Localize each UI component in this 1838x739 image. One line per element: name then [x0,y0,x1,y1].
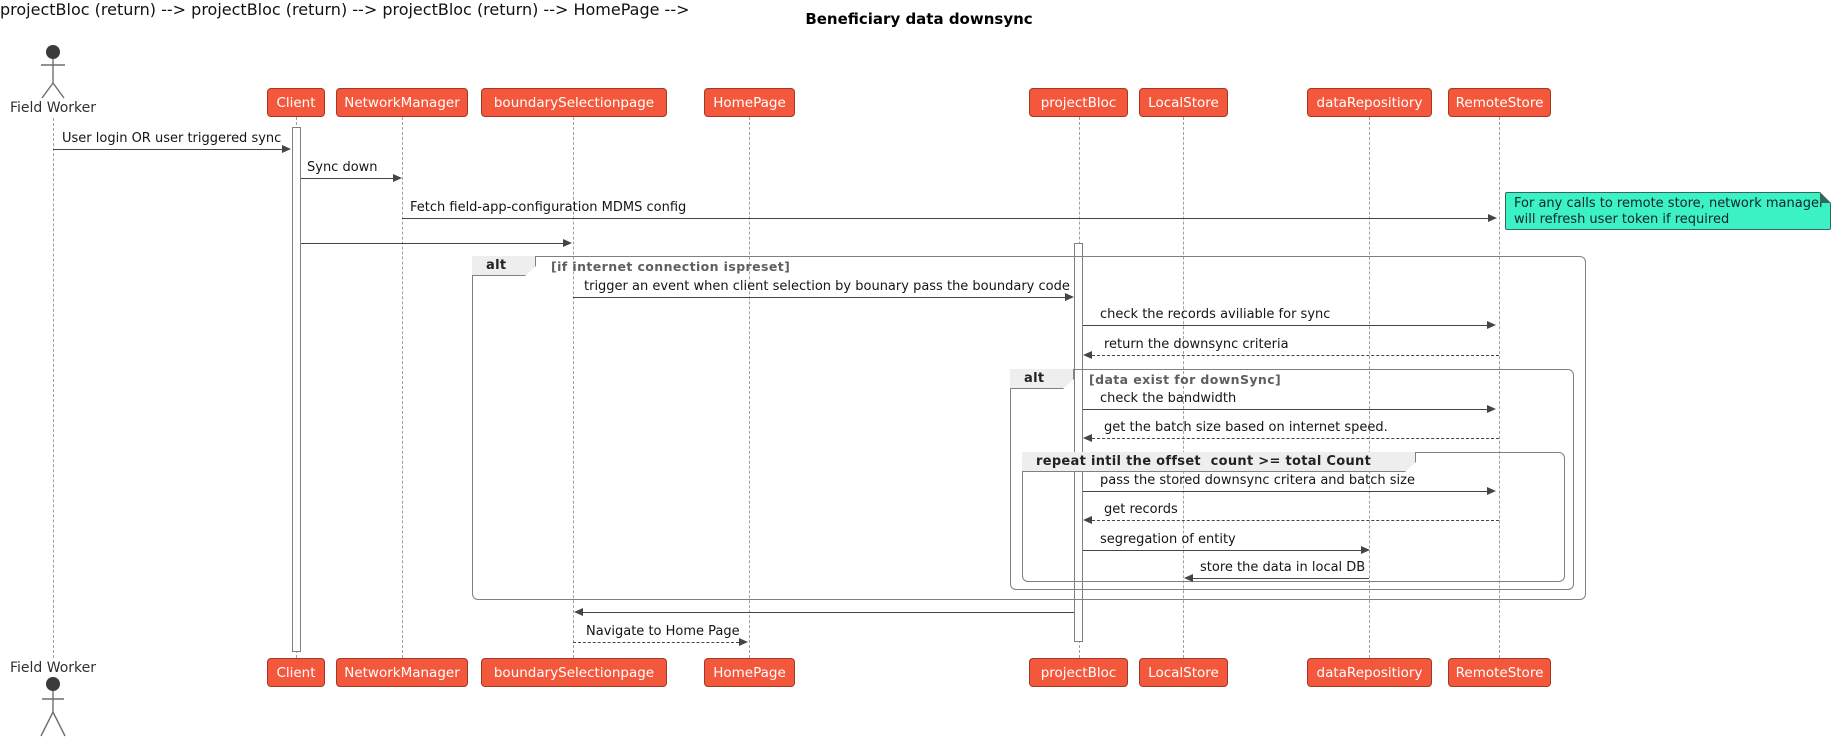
arrowhead [1487,320,1496,329]
arrow-fetch-config [402,218,1488,219]
note-fold-icon [1820,192,1831,203]
arrow-segregation [1083,550,1361,551]
arrowhead [393,173,402,182]
arrow-trigger-event [573,297,1065,298]
arrowhead [1065,292,1074,301]
message-get-batch-size: get the batch size based on internet spe… [1104,420,1388,435]
lifeline-networkmanager [402,117,403,658]
arrowhead [1184,573,1193,582]
message-user-login: User login OR user triggered sync [62,131,282,146]
arrowhead [574,607,583,616]
arrow-navigate-home [573,642,739,643]
arrowhead [1083,350,1092,359]
note: For any calls to remote store, network m… [1505,192,1831,230]
lifeline-homepage [749,117,750,658]
lifeline-boundaryselectionpage [573,117,574,658]
arrowhead [1361,545,1370,554]
note-line-1: For any calls to remote store, network m… [1514,196,1825,211]
arrow-check-bandwidth [1083,409,1487,410]
arrowhead [1083,433,1092,442]
participant-localstore-bottom: LocalStore [1139,658,1228,687]
actor-icon [41,45,65,99]
participant-datarepositiory-bottom: dataRepositiory [1307,658,1432,687]
arrow-pass-criteria [1083,491,1487,492]
diagram-title: Beneficiary data downsync [805,10,1033,28]
actor-label-top: Field Worker [9,100,97,116]
arrow-client-boundary [301,243,563,244]
alt-frame-inner-condition: [data exist for downSync] [1089,372,1282,387]
arrowhead [563,238,572,247]
arrowhead [1487,404,1496,413]
participant-networkmanager-top: NetworkManager [336,88,468,117]
message-pass-criteria: pass the stored downsync critera and bat… [1100,473,1415,488]
alt-frame-inner-label: alt [1010,369,1074,389]
arrowhead [1083,515,1092,524]
participant-homepage-bottom: HomePage [704,658,795,687]
message-check-bandwidth: check the bandwidth [1100,391,1237,406]
participant-homepage-top: HomePage [704,88,795,117]
lifeline-field-worker [53,118,54,658]
message-fetch-config: Fetch field-app-configuration MDMS confi… [410,200,687,215]
participant-datarepositiory-top: dataRepositiory [1307,88,1432,117]
message-segregation: segregation of entity [1100,532,1236,547]
participant-client-top: Client [267,88,325,117]
participant-boundaryselectionpage-top: boundarySelectionpage [481,88,667,117]
arrow-check-records [1083,325,1487,326]
lifeline-remotestore [1499,117,1500,658]
participant-projectbloc-top: projectBloc [1029,88,1128,117]
alt-frame-outer-label: alt [472,256,536,276]
message-store-data: store the data in local DB [1200,560,1366,575]
message-sync-down: Sync down [307,160,378,175]
participant-remotestore-top: RemoteStore [1448,88,1551,117]
message-check-records: check the records aviliable for sync [1100,307,1331,322]
participant-client-bottom: Client [267,658,325,687]
participant-localstore-top: LocalStore [1139,88,1228,117]
lifeline-localstore [1183,117,1184,658]
arrow-get-records [1092,520,1499,521]
participant-boundaryselectionpage-bottom: boundarySelectionpage [481,658,667,687]
arrowhead [282,144,291,153]
actor-label-bottom: Field Worker [9,660,97,676]
alt-frame-inner [1010,369,1574,590]
arrowhead [1488,213,1497,222]
message-get-records: get records [1104,502,1178,517]
participant-projectbloc-bottom: projectBloc [1029,658,1128,687]
repeat-group-label: repeat intil the offset count >= total C… [1022,452,1416,472]
actor-icon-bottom [40,677,66,737]
arrow-get-batch-size [1092,438,1499,439]
note-line-2: will refresh user token if required [1514,212,1730,227]
message-trigger-event: trigger an event when client selection b… [584,279,1070,294]
participant-networkmanager-bottom: NetworkManager [336,658,468,687]
arrow-return-criteria [1092,355,1499,356]
activation-projectbloc [1074,243,1083,642]
alt-frame-outer [472,256,1586,600]
arrowhead [739,637,748,646]
activation-client [291,127,301,652]
arrowhead [1487,486,1496,495]
arrow-sync-down [301,178,393,179]
lifeline-datarepositiory [1369,117,1370,658]
arrow-user-login [53,149,283,150]
message-navigate-home: Navigate to Home Page [586,624,740,639]
alt-frame-outer-condition: [if internet connection ispreset] [551,259,791,274]
arrow-return-to-boundary [583,612,1074,613]
arrow-store-data [1193,578,1369,579]
participant-remotestore-bottom: RemoteStore [1448,658,1551,687]
message-return-criteria: return the downsync criteria [1104,337,1289,352]
